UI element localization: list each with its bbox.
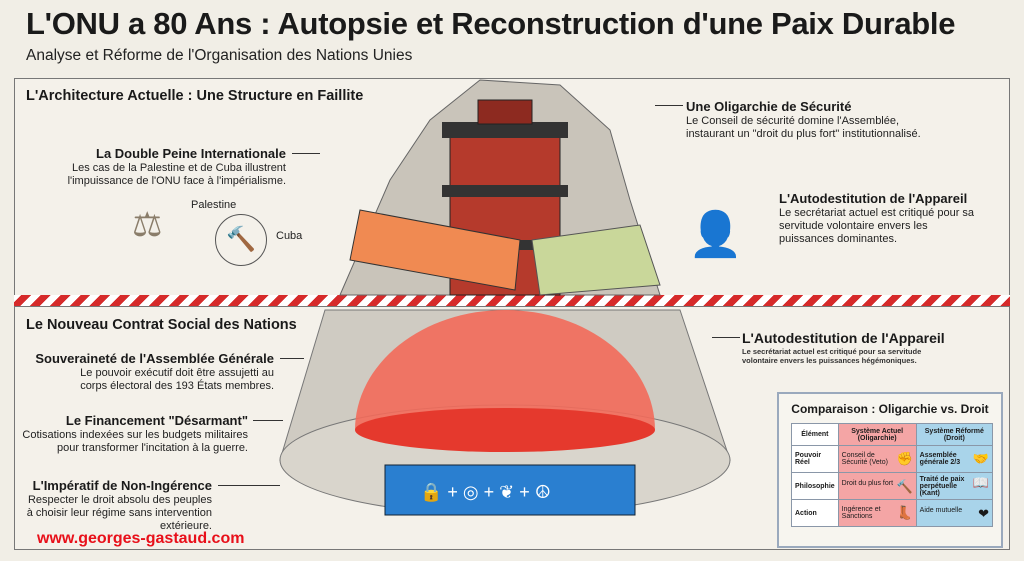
comparison-title: Comparaison : Oligarchie vs. Droit [791,402,989,416]
header-element: Élément [791,423,839,446]
table-row: Pouvoir Réel ✊ Conseil de Sécurité (Veto)… [791,445,994,473]
double-peine-text: Les cas de la Palestine et de Cuba illus… [67,162,286,187]
hammer-icon: 🔨 [896,478,913,494]
table-row: Philosophie 🔨Droit du plus fort 📖 Traité … [791,472,994,500]
row-actuel: Ingérence et Sanctions [841,506,881,520]
un-structure-illustration: 🔒 + ◎ + ❦ + ☮ [279,79,731,516]
row-reforme: Assemblée générale 2/3 [919,452,961,466]
book-icon: 📖 [972,474,989,490]
red-dome [355,310,655,452]
autodestitution-top-text: Le secrétariat actuel est critiqué pour … [779,207,975,245]
hazard-stripe-divider [14,295,1010,306]
leader-line [292,153,320,154]
leader-line [280,358,304,359]
financement-heading: Le Financement "Désarmant" [65,413,248,428]
autodestitution-bottom-heading: L'Autodestitution de l'Appareil [742,330,945,346]
section-title-current: L'Architecture Actuelle : Une Structure … [26,88,364,104]
autodestitution-top-heading: L'Autodestitution de l'Appareil [779,191,968,206]
leader-line [218,485,280,486]
handshake-icon: 🤝 [972,451,989,466]
financement-text: Cotisations indexées sur les budgets mil… [22,429,248,454]
website-link[interactable]: www.georges-gastaud.com [37,530,245,547]
row-actuel: Droit du plus fort [841,479,894,487]
leader-line [712,337,740,338]
green-block [531,224,661,296]
orange-building-block [349,209,521,291]
row-element: Philosophie [791,472,839,500]
row-reforme: Traité de paix perpétuelle (Kant) [919,475,965,497]
header-reforme: Système Réformé (Droit) [915,423,994,446]
oligarchie-text: Le Conseil de sécurité domine l'Assemblé… [686,115,921,140]
page-subtitle: Analyse et Réforme de l'Organisation des… [26,47,413,64]
comparison-table: Élément Système Actuel (Oligarchie) Syst… [791,423,994,527]
table-row: Action 👢 Ingérence et Sanctions ❤ Aide mut… [791,499,994,527]
boot-chain-icon: 👢 [896,505,913,520]
leader-line [655,105,683,106]
leader-line [253,420,283,421]
label-cuba: Cuba [276,230,303,242]
row-element: Pouvoir Réel [791,445,839,473]
header-actuel: Système Actuel (Oligarchie) [837,423,917,446]
souverainete-text: Le pouvoir exécutif doit être assujetti … [80,367,274,392]
row-element: Action [791,499,839,527]
row-reforme: Aide mutuelle [919,506,963,514]
gavel-icon: 🔨 [215,214,267,266]
comparison-table-card: Comparaison : Oligarchie vs. Droit Éléme… [777,392,1003,548]
hands-heart-icon: ❤ [978,505,989,521]
section-title-new: Le Nouveau Contrat Social des Nations [26,317,297,333]
double-peine-heading: La Double Peine Internationale [96,146,286,161]
oligarchie-heading: Une Oligarchie de Sécurité [686,99,852,114]
blue-foundation-band: 🔒 + ◎ + ❦ + ☮ [384,464,636,516]
label-palestine: Palestine [191,199,237,211]
row-actuel: Conseil de Sécurité (Veto) [841,452,888,466]
masked-official-icon: 👤 [688,210,743,259]
autodestitution-bottom-text: Le secrétariat actuel est critiqué pour … [742,347,922,365]
broken-scales-icon: ⚖ [132,206,163,244]
page-title: L'ONU a 80 Ans : Autopsie et Reconstruct… [26,6,956,41]
fist-icon: ✊ [896,451,913,466]
non-ingerence-text: Respecter le droit absolu des peuples à … [26,494,212,532]
table-header-row: Élément Système Actuel (Oligarchie) Syst… [791,423,994,446]
svg-text:🔒 + ◎ + ❦ + ☮: 🔒 + ◎ + ❦ + ☮ [420,482,551,502]
non-ingerence-heading: L'Impératif de Non-Ingérence [32,478,212,493]
souverainete-heading: Souveraineté de l'Assemblée Générale [35,351,274,366]
